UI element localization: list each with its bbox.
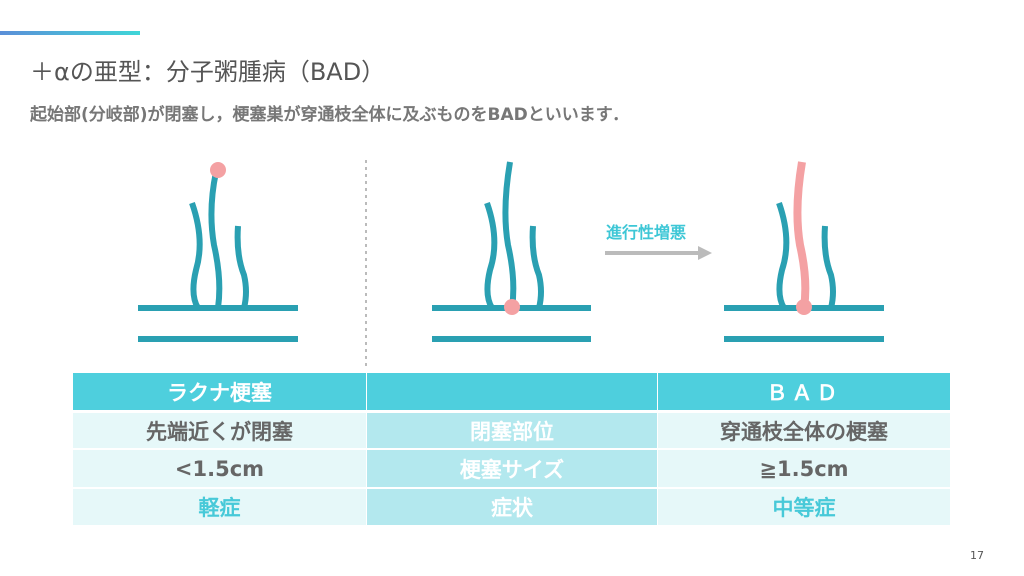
- infarcted-branch: [793, 161, 810, 309]
- cell-lacunar-symptom: 軽症: [73, 489, 366, 525]
- cell-lacunar-site: 先端近くが閉塞: [73, 413, 366, 448]
- origin-occlusion-dot: [504, 299, 520, 315]
- cell-bad-size: ≧1.5cm: [658, 450, 950, 487]
- subtitle: 起始部(分岐部)が閉塞し，梗塞巣が穿通枝全体に及ぶものをBADといいます．: [30, 105, 630, 125]
- header-bad: ＢＡＤ: [658, 373, 950, 410]
- label-size: 梗塞サイズ: [367, 450, 657, 487]
- label-site: 閉塞部位: [367, 413, 657, 448]
- header-lacunar: ラクナ梗塞: [73, 373, 366, 410]
- cell-bad-site: 穿通枝全体の梗塞: [658, 413, 950, 448]
- distal-occlusion-dot: [210, 162, 226, 178]
- cell-lacunar-size: <1.5cm: [73, 450, 366, 487]
- cell-bad-symptom: 中等症: [658, 489, 950, 525]
- lacunar-diagram: [138, 171, 298, 342]
- page-number: 17: [970, 549, 984, 562]
- label-symptom: 症状: [367, 489, 657, 525]
- accent-bar: [0, 31, 140, 35]
- page-title: ＋αの亜型：分子粥腫病（BAD）: [30, 58, 386, 86]
- header-blank: [367, 373, 657, 410]
- progression-label: 進行性増悪: [606, 223, 687, 242]
